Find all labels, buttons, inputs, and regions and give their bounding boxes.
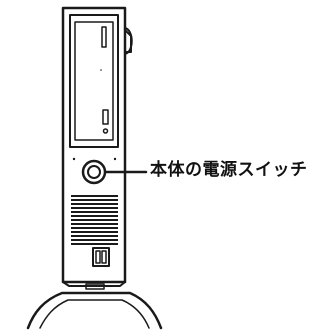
tower-side-bulge xyxy=(124,27,133,55)
usb-port-left-icon xyxy=(95,250,101,264)
vent-grille xyxy=(71,195,118,245)
power-led-left-icon xyxy=(72,157,76,161)
power-switch-icon xyxy=(87,165,101,179)
stand-feet-inner xyxy=(39,299,150,329)
stand-feet xyxy=(26,291,163,330)
usb-port-right-icon xyxy=(101,250,107,264)
usb-port-frame xyxy=(92,247,110,267)
card-slot-led-icon xyxy=(102,128,109,134)
drive-bay-outer xyxy=(69,14,119,148)
optical-drive-slot xyxy=(101,26,107,48)
drive-dot-icon xyxy=(100,69,102,71)
drive-bay-inner xyxy=(74,21,114,141)
base-stand xyxy=(62,281,126,287)
power-switch-label: 本体の電源スイッチ xyxy=(150,160,308,180)
card-slot xyxy=(102,109,109,125)
power-led-right-icon xyxy=(113,157,117,161)
base-stand-slot xyxy=(85,283,105,290)
